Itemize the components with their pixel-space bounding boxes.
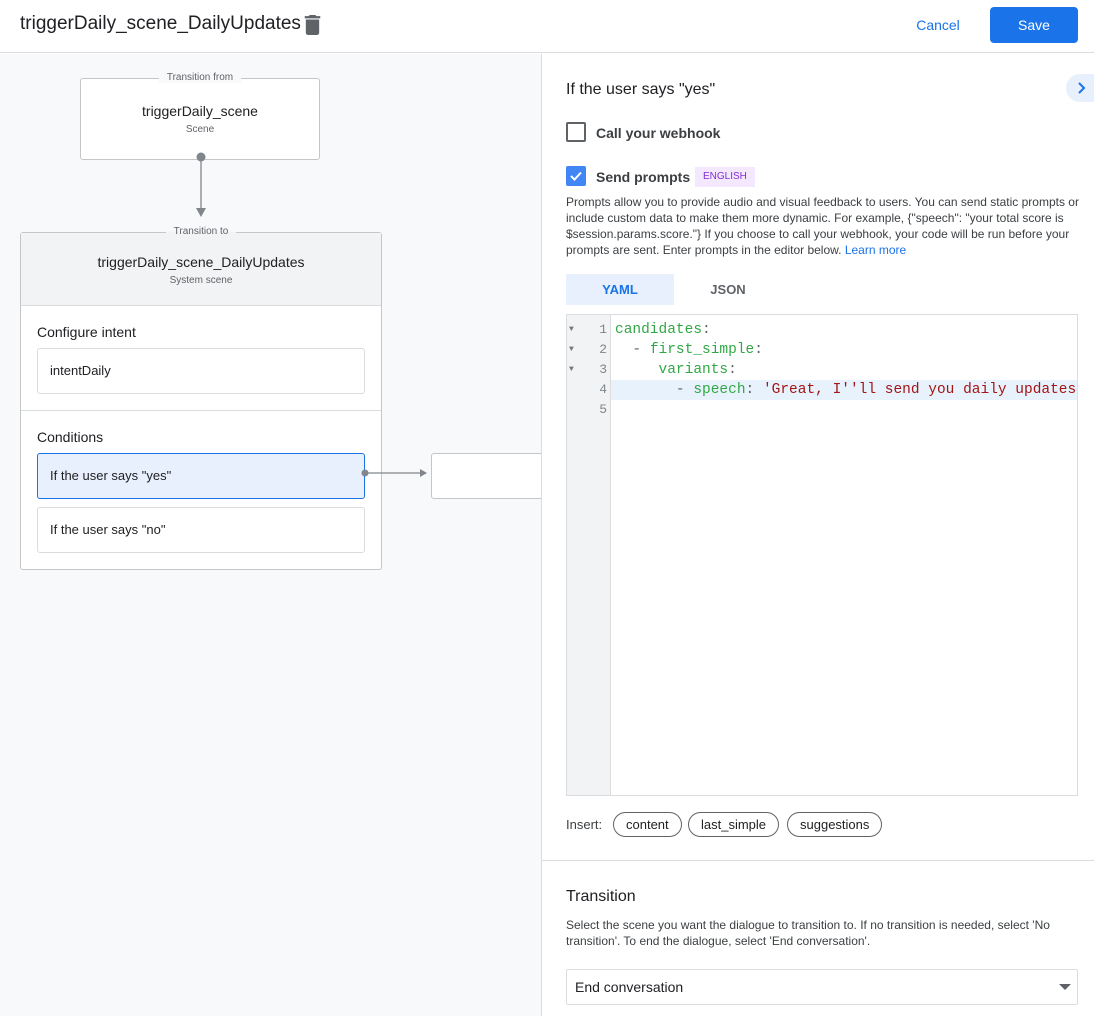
from-scene-type: Scene <box>185 124 215 135</box>
line-number: 4 <box>599 382 607 397</box>
prompts-description: Prompts allow you to provide audio and v… <box>566 194 1080 258</box>
insert-chip-last-simple[interactable]: last_simple <box>688 812 780 837</box>
divider <box>542 860 1094 861</box>
insert-chip-content[interactable]: content <box>613 812 682 837</box>
condition-yes[interactable]: If the user says "yes" <box>37 453 365 499</box>
conditions-label: Conditions <box>37 429 104 445</box>
panel-heading: If the user says "yes" <box>566 81 716 98</box>
code-line: ▼ 2 - first_simple: <box>567 340 1077 360</box>
tab-yaml[interactable]: YAML <box>566 274 674 305</box>
transition-arrow <box>196 152 206 217</box>
prompts-checkbox[interactable] <box>566 166 586 186</box>
transition-to-legend: Transition to <box>165 226 237 237</box>
line-number: 2 <box>599 342 607 357</box>
transition-selected: End conversation <box>575 979 684 995</box>
fold-arrow-icon[interactable]: ▼ <box>569 325 574 334</box>
condition-arrow <box>361 469 427 477</box>
condition-panel: If the user says "yes" Call your webhook… <box>542 54 1094 1016</box>
line-number: 5 <box>599 402 607 417</box>
webhook-label: Call your webhook <box>596 125 721 141</box>
fold-arrow-icon[interactable]: ▼ <box>569 345 574 354</box>
transition-select[interactable]: End conversation <box>566 969 1078 1005</box>
cancel-button[interactable]: Cancel <box>906 8 970 42</box>
code-text: - speech: 'Great, I''ll send you daily u… <box>675 382 1078 398</box>
webhook-checkbox[interactable] <box>566 122 586 142</box>
description-text: Prompts allow you to provide audio and v… <box>566 195 1079 257</box>
target-scene-node[interactable] <box>431 453 541 499</box>
to-scene-name: triggerDaily_scene_DailyUpdates <box>97 254 305 270</box>
code-text: candidates: <box>615 322 711 338</box>
transition-from-node[interactable]: Transition from triggerDaily_scene Scene <box>80 72 320 160</box>
fold-arrow-icon[interactable]: ▼ <box>569 365 574 374</box>
configure-intent-label: Configure intent <box>37 324 136 340</box>
transition-to-node: Transition to triggerDaily_scene_DailyUp… <box>20 226 382 570</box>
scene-canvas: Transition from triggerDaily_scene Scene… <box>0 54 542 1016</box>
code-editor[interactable]: ▼ 1 candidates: ▼ 2 - first_simple: ▼ 3 varian… <box>566 314 1078 796</box>
transition-from-legend: Transition from <box>158 72 242 83</box>
intent-field[interactable]: intentDaily <box>37 348 365 394</box>
save-button[interactable]: Save <box>990 7 1078 43</box>
dropdown-arrow-icon <box>1059 984 1071 990</box>
language-badge: ENGLISH <box>695 167 755 187</box>
transition-description: Select the scene you want the dialogue t… <box>566 918 1050 948</box>
insert-chip-suggestions[interactable]: suggestions <box>787 812 883 837</box>
check-icon <box>570 171 582 181</box>
transition-heading: Transition <box>566 888 636 905</box>
learn-more-link[interactable]: Learn more <box>844 243 907 257</box>
code-line: 4 - speech: 'Great, I''ll send you daily… <box>567 380 1078 400</box>
header: triggerDaily_scene_DailyUpdates Cancel S… <box>0 0 1094 53</box>
tab-json[interactable]: JSON <box>710 282 746 297</box>
collapse-panel-button[interactable] <box>1066 74 1094 102</box>
line-number: 1 <box>599 322 607 337</box>
code-line: ▼ 1 candidates: <box>567 320 1077 340</box>
from-scene-name: triggerDaily_scene <box>142 103 258 119</box>
to-scene-type: System scene <box>169 275 233 286</box>
line-number: 3 <box>599 362 607 377</box>
code-text: - first_simple: <box>632 342 763 358</box>
chevron-right-icon <box>1078 82 1086 94</box>
page-title: triggerDaily_scene_DailyUpdates <box>20 13 301 34</box>
trash-icon[interactable] <box>304 15 321 35</box>
code-line: ▼ 3 variants: <box>567 360 1077 380</box>
code-text: variants: <box>658 362 737 378</box>
condition-no[interactable]: If the user says "no" <box>37 507 365 553</box>
code-line: 5 <box>567 400 1077 420</box>
prompts-label: Send prompts <box>596 169 691 185</box>
insert-label: Insert: <box>566 817 603 832</box>
